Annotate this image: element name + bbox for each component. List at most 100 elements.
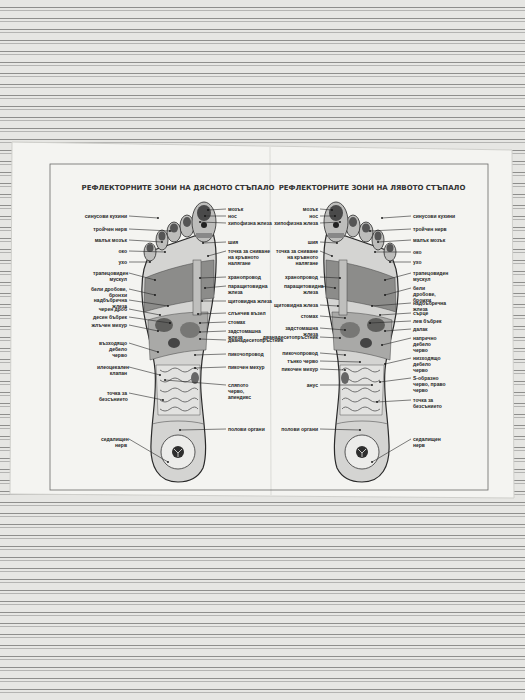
leader-dot — [369, 230, 371, 232]
leader-dot — [199, 338, 201, 340]
leader-dot — [154, 279, 156, 281]
leader-dot — [199, 221, 201, 223]
leader-dot — [207, 255, 209, 257]
leader-dot — [384, 294, 386, 296]
zone-label: ухо — [118, 259, 127, 265]
zone-label: мозък — [303, 206, 318, 212]
leader-dot — [169, 322, 171, 324]
leader-dot — [194, 354, 196, 356]
leader-dot — [344, 354, 346, 356]
leader-dot — [334, 287, 336, 289]
leader-line — [208, 209, 226, 210]
zone-label: сляпото черво, апендикс — [228, 382, 262, 400]
zone-label: слънчев възел — [228, 310, 266, 316]
left-foot — [324, 202, 398, 482]
leader-dot — [339, 337, 341, 339]
zone-label: мозък — [228, 206, 243, 212]
leader-dot — [344, 317, 346, 319]
leader-dot — [374, 251, 376, 253]
zone-label: илеоцекален клапан — [97, 364, 127, 376]
leader-line — [380, 313, 411, 315]
zone-label: хипофизна жлеза — [228, 220, 272, 226]
leader-line — [375, 252, 411, 253]
zone-label: сърце — [413, 310, 428, 316]
zone-label: възходящо дебело черво — [97, 340, 127, 358]
leader-dot — [384, 279, 386, 281]
leader-line — [320, 353, 345, 355]
leader-line — [320, 328, 345, 330]
zone-label: малък мозък — [95, 237, 127, 243]
zone-label: стомах — [228, 319, 245, 325]
leader-line — [198, 313, 226, 314]
leader-line — [208, 251, 226, 256]
leader-line — [200, 331, 226, 332]
zone-label: хранопровод — [285, 274, 318, 280]
zone-label: око — [118, 248, 127, 254]
leader-dot — [379, 314, 381, 316]
zone-label: хипофизна жлеза — [274, 220, 318, 226]
leader-line — [200, 339, 226, 340]
leader-line — [320, 385, 372, 386]
leader-dot — [389, 261, 391, 263]
right-foot — [142, 202, 216, 482]
leader-dot — [207, 209, 209, 211]
leader-line — [320, 277, 340, 278]
leader-dot — [199, 277, 201, 279]
zone-label: шия — [228, 239, 238, 245]
leader-dot — [199, 331, 201, 333]
zone-label: шия — [308, 239, 318, 245]
zone-label: стомах — [301, 313, 318, 319]
leader-line — [203, 242, 226, 243]
leader-dot — [384, 363, 386, 365]
leader-line — [129, 367, 160, 375]
leader-dot — [336, 242, 338, 244]
leader-dot — [384, 330, 386, 332]
leader-line — [200, 222, 226, 223]
leader-dot — [157, 217, 159, 219]
leader-dot — [167, 305, 169, 307]
zone-label: седалищен нерв — [101, 436, 127, 448]
leader-dot — [204, 215, 206, 217]
zone-label: щитовидна жлеза — [228, 298, 272, 304]
leader-line — [382, 338, 411, 345]
leader-line — [129, 300, 168, 306]
zone-label: щитовидна жлеза — [274, 302, 318, 308]
zone-label: полови органи — [281, 426, 318, 432]
zone-label: пикочопровод — [228, 351, 264, 357]
leader-line — [370, 321, 411, 323]
leader-dot — [377, 241, 379, 243]
leader-line — [205, 216, 226, 217]
leader-line — [129, 439, 168, 462]
leader-line — [195, 367, 226, 368]
zone-label: нос — [309, 213, 318, 219]
leader-line — [129, 273, 155, 280]
zone-label: далак — [413, 326, 427, 332]
zone-label: синусови кухини — [85, 213, 127, 219]
leader-line — [129, 317, 170, 323]
leader-line — [129, 251, 165, 252]
leader-dot — [359, 429, 361, 431]
leader-dot — [359, 361, 361, 363]
zone-label: хранопровод — [228, 274, 261, 280]
leader-line — [377, 400, 411, 402]
leader-dot — [154, 294, 156, 296]
zone-label: точка за сниване на кръвното налягане — [228, 248, 274, 266]
zone-label: напречно дебело черво — [413, 335, 443, 353]
leader-dot — [161, 241, 163, 243]
zone-label: десен бъбрек — [93, 314, 127, 320]
leader-line — [129, 216, 158, 218]
leader-dot — [167, 461, 169, 463]
leader-dot — [164, 379, 166, 381]
leader-line — [129, 229, 170, 231]
leader-dot — [339, 221, 341, 223]
leader-dot — [369, 322, 371, 324]
leader-dot — [169, 230, 171, 232]
zone-label: пикочен мехур — [281, 366, 318, 372]
leader-line — [320, 251, 332, 256]
leader-dot — [194, 367, 196, 369]
leader-line — [195, 354, 226, 355]
chart-title: РЕФЛЕКТОРНИТЕ ЗОНИ НА ДЯСНОТО СТЪПАЛО — [82, 184, 275, 192]
leader-dot — [344, 369, 346, 371]
zone-label: черен дроб — [99, 306, 127, 312]
